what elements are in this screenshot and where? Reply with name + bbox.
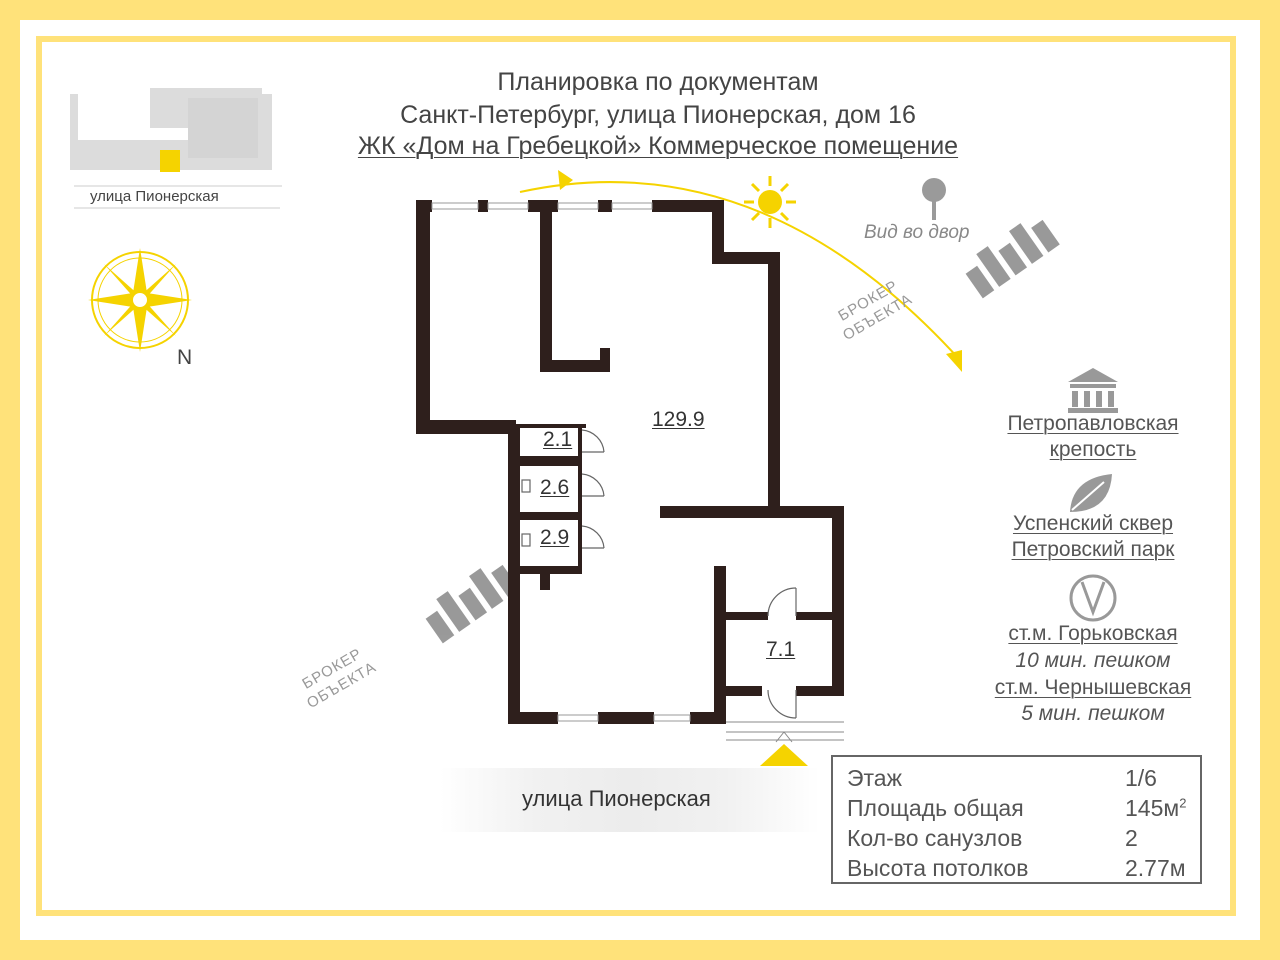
wall <box>516 424 586 428</box>
wall <box>726 612 768 620</box>
title-complex: ЖК «Дом на Гребецкой» Коммерческое помещ… <box>0 132 1280 161</box>
wall <box>520 512 580 520</box>
landmark-park-text-2: Петровский парк <box>1011 538 1175 561</box>
wall <box>540 200 552 370</box>
info-bathrooms-label: Кол-во санузлов <box>847 825 1023 851</box>
room-area-2-9: 2.9 <box>540 526 570 549</box>
museum-icon <box>1068 368 1118 413</box>
info-area-sup: 2 <box>1179 795 1187 811</box>
street-label: улица Пионерская <box>522 786 711 811</box>
info-ceiling-value: 2.77м <box>1125 855 1186 881</box>
wall <box>508 424 520 724</box>
watermark-logo-bottom <box>425 564 520 644</box>
doors <box>521 429 797 719</box>
room-area-2-6: 2.6 <box>540 476 570 499</box>
wall <box>796 612 836 620</box>
wall <box>416 200 432 212</box>
wall <box>714 566 726 724</box>
metro-2-walk: 5 мин. пешком <box>1021 702 1165 725</box>
mini-map-street-label: улица Пионерская <box>90 188 219 205</box>
wall <box>508 712 558 724</box>
inner-frame <box>36 36 1236 916</box>
title-complex-text: ЖК «Дом на Гребецкой» Коммерческое помещ… <box>357 132 959 160</box>
door-swing <box>581 473 605 497</box>
title-address: Санкт-Петербург, улица Пионерская, дом 1… <box>400 101 916 129</box>
wall <box>598 200 612 212</box>
entrance-steps <box>726 721 844 743</box>
info-ceiling-label: Высота потолков <box>847 855 1029 881</box>
window <box>611 202 653 210</box>
window <box>557 202 599 210</box>
landmark-fortress-text-1: Петропавловская <box>1007 412 1179 435</box>
metro-icon <box>1069 574 1117 622</box>
info-area-label: Площадь общая <box>847 795 1024 821</box>
info-bathrooms-value: 2 <box>1125 825 1138 851</box>
door-swing <box>767 587 797 617</box>
entrance-arrow-icon <box>760 744 808 766</box>
wall <box>600 348 610 372</box>
windows <box>431 202 691 722</box>
wall <box>712 252 778 264</box>
info-table: Этаж 1/6 Площадь общая 145м2 Кол-во сану… <box>831 755 1202 884</box>
leaf-icon <box>1070 474 1112 512</box>
sun-path <box>519 170 962 372</box>
landmark-park-line-2: Петровский парк <box>963 538 1223 562</box>
landmark-fortress-line-1: Петропавловская <box>963 412 1223 436</box>
metro-2-name: ст.м. Чернышевская <box>963 676 1223 700</box>
info-area-value: 145м2 <box>1125 795 1186 822</box>
location-pin-icon <box>922 178 946 220</box>
wall <box>660 506 844 518</box>
metro-1-name: ст.м. Горьковская <box>963 622 1223 646</box>
window <box>487 202 529 210</box>
window <box>653 714 691 722</box>
wall <box>478 200 488 212</box>
wall <box>832 506 844 696</box>
landmark-fortress-text-2: крепость <box>1049 438 1137 461</box>
compass-north-label: N <box>177 346 193 369</box>
window <box>557 714 599 722</box>
street-band <box>440 768 820 832</box>
sun-icon <box>744 176 796 228</box>
sun-path-start-arrow <box>558 170 573 190</box>
wall <box>578 424 582 574</box>
sun-path-end-arrow <box>946 350 962 372</box>
wall <box>796 686 844 696</box>
compass-rose-icon <box>88 248 192 352</box>
wall <box>712 200 724 262</box>
door-swing <box>767 689 797 719</box>
wall <box>726 686 762 696</box>
wall <box>520 456 580 466</box>
door-swing <box>581 525 605 549</box>
watermark-logo-top <box>965 219 1060 299</box>
wall <box>768 252 780 508</box>
wall <box>540 566 550 590</box>
info-floor-value: 1/6 <box>1125 765 1157 791</box>
floor-plan <box>416 200 844 724</box>
info-area-number: 145м <box>1125 795 1180 821</box>
room-area-main: 129.9 <box>652 408 705 431</box>
room-area-2-1: 2.1 <box>543 428 573 451</box>
landmark-park-line-1: Успенский сквер <box>963 512 1223 536</box>
window <box>431 202 479 210</box>
info-floor-label: Этаж <box>847 765 902 791</box>
wall <box>540 360 610 372</box>
title-line-1: Планировка по документам <box>497 68 819 96</box>
location-map <box>70 88 282 209</box>
wall <box>416 420 516 434</box>
metro-2-name-text: ст.м. Чернышевская <box>994 676 1192 699</box>
building-marker <box>160 150 180 172</box>
wall <box>652 200 724 212</box>
door-swing <box>581 429 605 453</box>
wall <box>416 200 430 434</box>
metro-1-walk: 10 мин. пешком <box>1015 649 1171 672</box>
metro-1-name-text: ст.м. Горьковская <box>1008 622 1178 645</box>
view-label: Вид во двор <box>864 222 970 243</box>
landmark-park-text-1: Успенский сквер <box>1012 512 1174 535</box>
wall <box>598 712 654 724</box>
landmark-fortress-line-2: крепость <box>963 438 1223 462</box>
room-area-7-1: 7.1 <box>766 638 796 661</box>
